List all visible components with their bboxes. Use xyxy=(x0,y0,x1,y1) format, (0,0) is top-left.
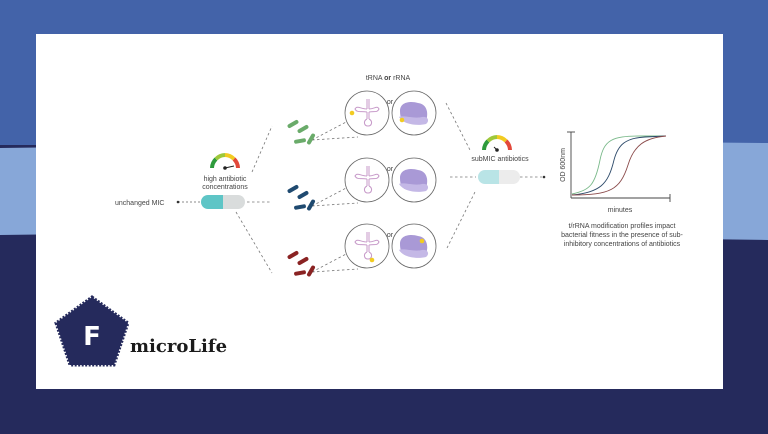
curve-red xyxy=(571,135,667,196)
x-axis-label: minutes xyxy=(608,207,633,214)
connectors-right xyxy=(445,102,542,249)
logo-name: microLife xyxy=(130,336,227,357)
submic-label: subMIC antibiotics xyxy=(471,156,529,163)
trna-circle-1 xyxy=(344,90,390,136)
curve-green xyxy=(571,135,666,195)
connectors-left xyxy=(235,119,359,274)
or-label: or xyxy=(387,99,394,106)
caption-line: t/rRNA modification profiles impact xyxy=(569,223,676,230)
gauge-high-icon xyxy=(210,153,240,170)
high-conc-line1: high antibiotic xyxy=(204,176,247,183)
gauge-sub-icon xyxy=(482,135,512,152)
arrow-left xyxy=(176,200,200,204)
unchanged-mic-label: unchanged MIC xyxy=(115,200,164,207)
rrna-circle-1 xyxy=(391,90,437,136)
header-label: tRNA or rRNA xyxy=(366,75,411,82)
growth-chart: OD 600nm minutes xyxy=(560,131,671,214)
arrow-right-head xyxy=(542,175,546,179)
caption-line: bacterial fitness in the presence of sub… xyxy=(561,232,683,239)
high-conc-line2: concentrations xyxy=(202,184,248,191)
bacteria-cluster-red xyxy=(286,250,316,278)
graphical-abstract-card xyxy=(36,34,723,389)
bacteria-cluster-blue xyxy=(286,184,316,212)
y-axis-label: OD 600nm xyxy=(560,148,567,182)
or-label: or xyxy=(387,166,394,173)
or-label: or xyxy=(387,232,394,239)
caption-line: inhibitory concentrations of antibiotics xyxy=(564,241,681,248)
bacteria-cluster-green xyxy=(286,119,316,146)
rrna-circle-2 xyxy=(391,157,437,203)
curve-blue xyxy=(571,135,667,196)
capsule-sub-icon xyxy=(478,170,520,184)
rrna-circle-3 xyxy=(391,223,437,269)
capsule-high-icon xyxy=(201,195,245,209)
logo-letter: F xyxy=(83,322,101,352)
trna-circle-3 xyxy=(344,223,390,269)
microlife-logo: F microLife xyxy=(54,295,227,367)
trna-circle-2 xyxy=(344,157,390,203)
